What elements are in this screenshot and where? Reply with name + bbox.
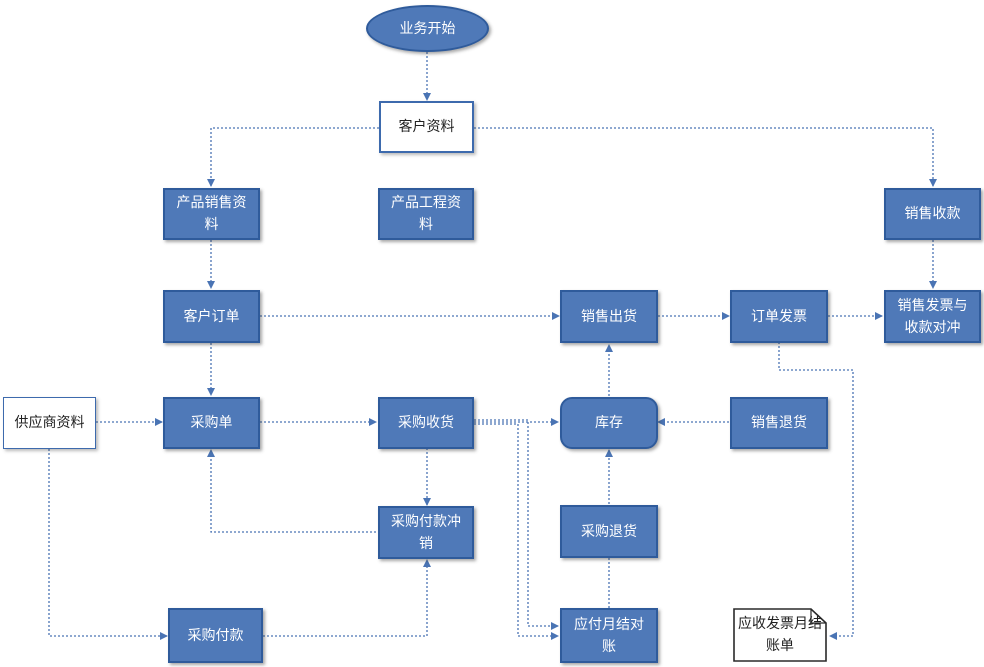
inventory-node: 库存	[560, 397, 658, 449]
order-invoice-node: 订单发票	[730, 290, 828, 343]
sales-collection-node: 销售收款	[884, 188, 981, 240]
invoice-collection-offset-label: 销售发票与收款对冲	[897, 297, 968, 336]
edge-customer-collection	[474, 127, 937, 187]
start-label: 业务开始	[399, 20, 456, 37]
supplier-info-node: 供应商资料	[3, 397, 96, 449]
product-sales-info-node: 产品销售资料	[163, 188, 260, 240]
sales-shipment-label: 销售出货	[581, 308, 637, 325]
edge-customer-productsales	[207, 127, 379, 187]
purchase-receipt-label: 采购收货	[398, 415, 454, 431]
purchase-payment-label: 采购付款	[187, 627, 244, 644]
purchase-payment-offset-node: 采购付款冲销	[378, 506, 474, 559]
sales-return-node: 销售退货	[730, 397, 828, 449]
invoice-collection-offset-node: 销售发票与收款对冲	[884, 290, 981, 343]
receivable-invoice-statement-node: 应收发票月结账单	[731, 606, 829, 664]
purchase-return-label: 采购退货	[581, 523, 637, 540]
edge-receipt-reconcile-b	[474, 419, 559, 630]
edge-supplier-payment	[48, 449, 168, 640]
purchase-receipt-node: 采购收货	[378, 397, 474, 449]
purchase-return-node: 采购退货	[560, 505, 658, 558]
customer-info-node: 客户资料	[379, 101, 474, 153]
sales-shipment-node: 销售出货	[560, 290, 658, 343]
product-sales-info-label: 产品销售资料	[176, 195, 247, 233]
purchase-order-label: 采购单	[190, 415, 233, 431]
sales-return-label: 销售退货	[751, 415, 807, 431]
purchase-payment-node: 采购付款	[168, 608, 263, 663]
supplier-info-label: 供应商资料	[14, 415, 85, 431]
document-shape	[733, 608, 827, 662]
purchase-payment-offset-label: 采购付款冲销	[391, 513, 461, 552]
edge-payment-paymentoffset	[263, 559, 431, 637]
customer-order-label: 客户订单	[183, 308, 240, 325]
payable-monthly-reconcile-node: 应付月结对账	[560, 608, 658, 663]
purchase-order-node: 采购单	[163, 397, 260, 449]
customer-order-node: 客户订单	[163, 290, 260, 343]
sales-collection-label: 销售收款	[904, 206, 961, 222]
receivable-invoice-statement-label: 应收发票月结账单	[738, 616, 822, 654]
customer-info-label: 客户资料	[398, 119, 455, 135]
edge-invoice-statement	[778, 342, 854, 640]
product-eng-info-label: 产品工程资料	[391, 195, 461, 233]
payable-monthly-reconcile-label: 应付月结对账	[574, 616, 644, 655]
product-eng-info-node: 产品工程资料	[378, 188, 474, 240]
order-invoice-label: 订单发票	[751, 308, 807, 325]
inventory-label: 库存	[595, 415, 623, 431]
edge-receipt-reconcile-a	[474, 423, 559, 640]
edge-paymentoffset-purchase	[207, 449, 376, 533]
start-node: 业务开始	[366, 5, 489, 52]
